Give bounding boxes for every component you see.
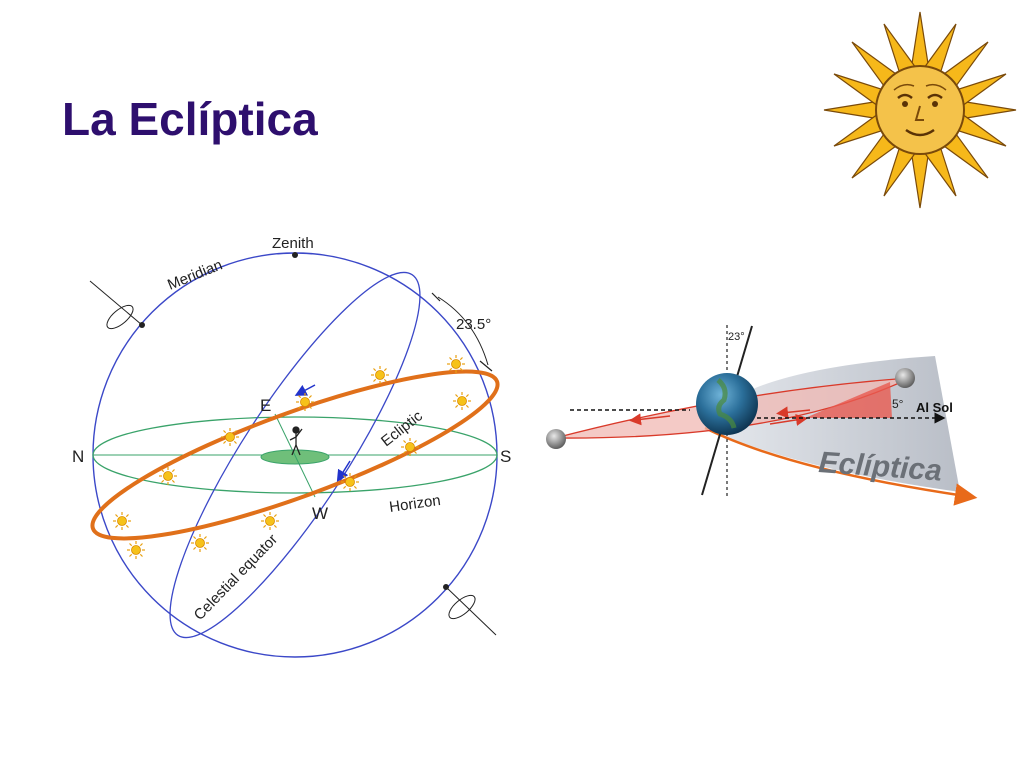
earth-icon — [696, 373, 758, 435]
horizon-label: Horizon — [388, 492, 442, 516]
zenith-label: Zenith — [272, 235, 314, 252]
moon-right-icon — [895, 368, 915, 388]
earth-moon-orbit-diagram: 23° 5° Al Sol Eclíptica — [546, 325, 978, 506]
south-label: S — [500, 447, 511, 466]
observer-figure — [289, 426, 303, 456]
sun-face — [875, 65, 965, 155]
sun-rays — [823, 11, 1017, 209]
slide-title: La Eclíptica — [62, 93, 318, 145]
east-west-line — [274, 413, 316, 498]
ecliptic-plane — [705, 356, 960, 492]
celestial-sphere-diagram: Zenith Meridian 23.5° E W N S Ecliptic H… — [72, 235, 511, 658]
moon-left-icon — [546, 429, 566, 449]
observer-ground — [260, 449, 330, 465]
to-sun-label: Al Sol — [916, 400, 953, 415]
ecliptic-label: Ecliptic — [378, 407, 426, 450]
inclination-label: 5° — [892, 397, 904, 411]
west-label: W — [312, 504, 328, 523]
meridian-label: Meridian — [165, 256, 225, 293]
sun-face-icon — [823, 11, 1017, 209]
north-label: N — [72, 447, 84, 466]
inclination-wedge — [805, 382, 892, 418]
tilt-label: 23° — [728, 331, 745, 343]
zenith-point — [292, 252, 298, 258]
east-label: E — [260, 396, 271, 415]
ecliptic-ring — [90, 369, 500, 541]
angle-label: 23.5° — [456, 316, 491, 333]
